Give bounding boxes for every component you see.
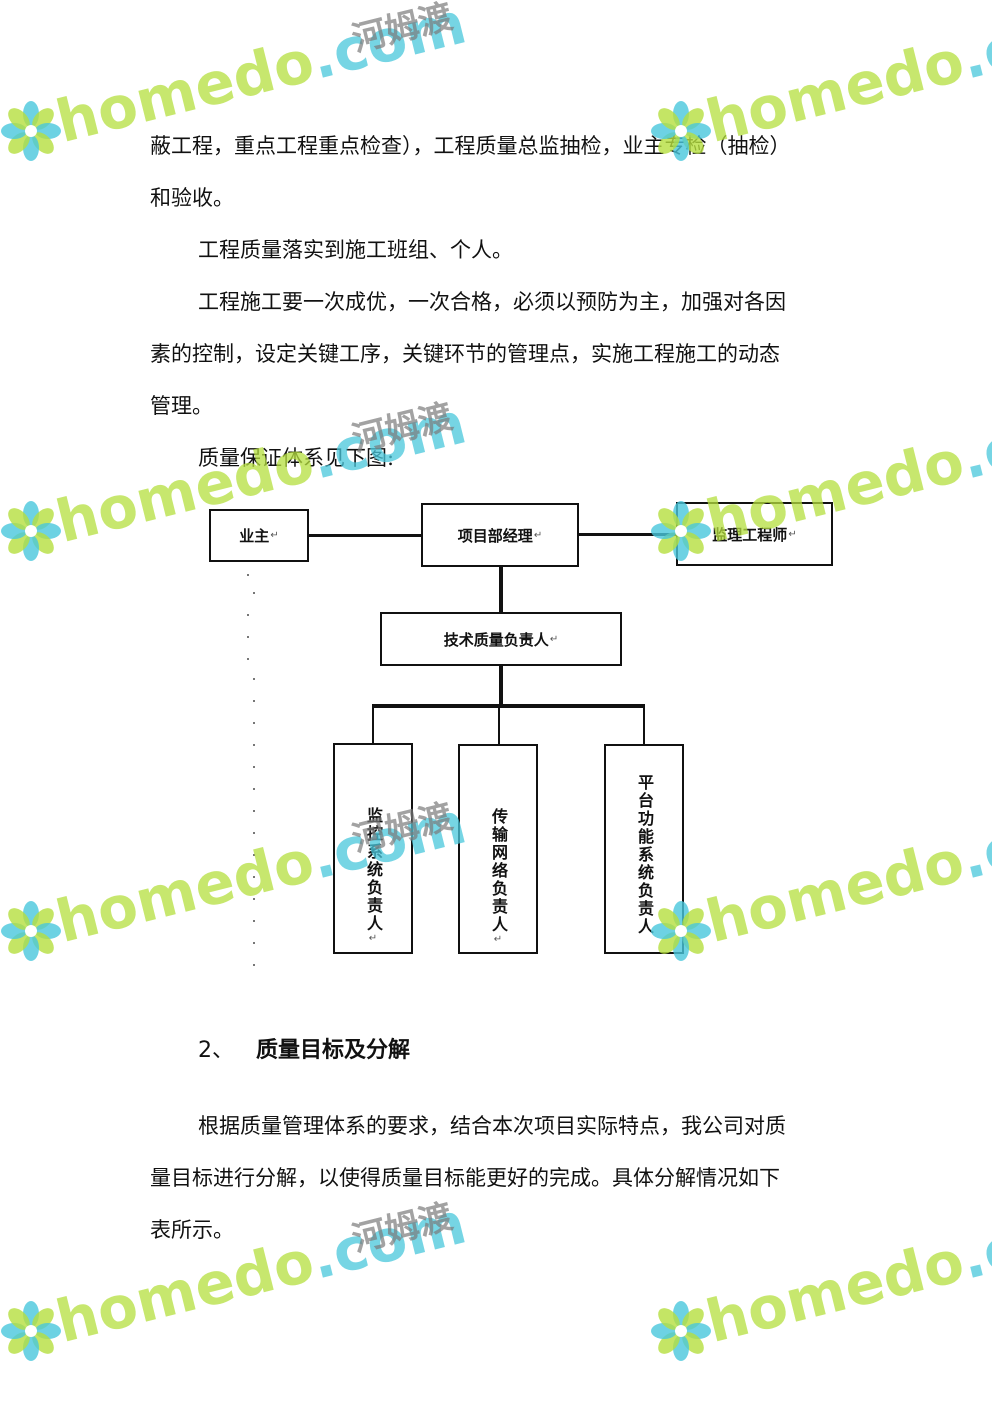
supervisor-box: 监理工程师↵ [676,502,833,566]
flower-logo-icon [651,1301,711,1361]
project-manager-box: 项目部经理↵ [421,503,579,567]
supervisor-label: 监理工程师 [712,525,788,544]
text-line: 根据质量管理体系的要求，结合本次项目实际特点，我公司对质 [198,1114,786,1138]
owner-label: 业主 [239,527,270,545]
connector-manager-tech [499,566,503,613]
connector-to-network [498,704,500,746]
connector-manager-supervisor [578,533,678,536]
text-line: 管理。 [150,394,213,418]
monitoring-lead-box: 监控系统负责人 ↵ [333,743,413,954]
section-title: 质量目标及分解 [256,1038,411,1063]
paragraph-team: 工程质量落实到施工班组、个人。 [198,238,513,262]
tech-quality-lead-box: 技术质量负责人↵ [380,612,622,666]
platform-lead-box: 平台功能系统负责人 [604,744,684,954]
tech-quality-lead-label: 技术质量负责人 [443,630,549,649]
section-2-heading: 2、质量目标及分解 [198,1032,410,1064]
flower-logo-icon [1,901,61,961]
connector-to-monitoring [372,704,374,746]
text-line: 和验收。 [150,186,234,210]
paragraph-mark-column [245,570,261,980]
text-line: 工程施工要一次成优，一次合格，必须以预防为主，加强对各因 [198,290,786,314]
connector-horizontal-bus [372,704,645,708]
text-line: 蔽工程，重点工程重点检查），工程质量总监抽检，业主专检（抽检） [150,134,791,158]
connector-to-platform [643,704,645,746]
paragraph-inspection: 蔽工程，重点工程重点检查），工程质量总监抽检，业主专检（抽检） 和验收。 工程质… [150,120,850,484]
connector-owner-manager [308,534,422,537]
owner-box: 业主↵ [209,509,309,562]
section-number: 2、 [198,1038,234,1063]
watermark-chinese-text: 河姆渡 [348,0,457,61]
paragraph-quality-goal: 根据质量管理体系的要求，结合本次项目实际特点，我公司对质 量目标进行分解，以使得… [150,1100,850,1256]
text-line: 素的控制，设定关键工序，关键环节的管理点，实施工程施工的动态 [150,342,780,366]
watermark-brand-text: homedo.com [699,788,992,956]
network-lead-box: 传输网络负责人 ↵ [458,744,538,954]
monitoring-lead-label: 监控系统负责人 [364,807,383,933]
project-manager-label: 项目部经理 [457,526,533,545]
platform-lead-label: 平台功能系统负责人 [635,774,654,936]
flower-logo-icon [1,501,61,561]
flower-logo-icon [1,101,61,161]
connector-tech-branch [499,665,503,707]
flower-logo-icon [1,1301,61,1361]
paragraph-diagram-intro: 质量保证体系见下图: [198,446,395,470]
text-line: 表所示。 [150,1218,234,1242]
text-line: 量目标进行分解，以使得质量目标能更好的完成。具体分解情况如下 [150,1166,780,1190]
network-lead-label: 传输网络负责人 [489,808,508,934]
